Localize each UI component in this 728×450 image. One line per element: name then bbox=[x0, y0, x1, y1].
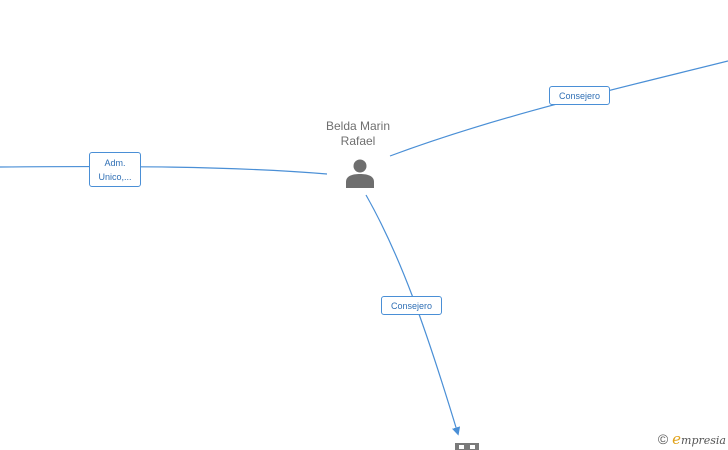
brand-logo-text: mpresia bbox=[681, 434, 726, 447]
brand-logo-initial: e bbox=[672, 430, 682, 448]
company-building-icon[interactable] bbox=[455, 443, 479, 450]
edge-label-consejero-top-text: Consejero bbox=[558, 91, 601, 101]
edge-label-adm-unico[interactable]: Adm. Unico,... bbox=[89, 152, 141, 187]
edge-label-consejero-bottom-text: Consejero bbox=[390, 301, 433, 311]
person-icon[interactable] bbox=[345, 158, 375, 188]
edge-left[interactable] bbox=[0, 165, 328, 175]
empresia-watermark: ©empresia bbox=[658, 430, 726, 448]
person-name-line1: Belda Marin bbox=[325, 119, 391, 133]
edge-top-right[interactable] bbox=[389, 60, 728, 157]
edge-label-adm-line1: Adm. bbox=[104, 158, 126, 168]
edge-label-consejero-top[interactable]: Consejero bbox=[549, 86, 610, 105]
person-name-line2: Rafael bbox=[340, 134, 376, 148]
edge-label-consejero-bottom[interactable]: Consejero bbox=[381, 296, 442, 315]
edge-label-adm-line2: Unico,... bbox=[98, 172, 132, 182]
person-node-label[interactable]: Belda Marin Rafael bbox=[310, 119, 406, 149]
copyright-symbol: © bbox=[657, 431, 669, 447]
